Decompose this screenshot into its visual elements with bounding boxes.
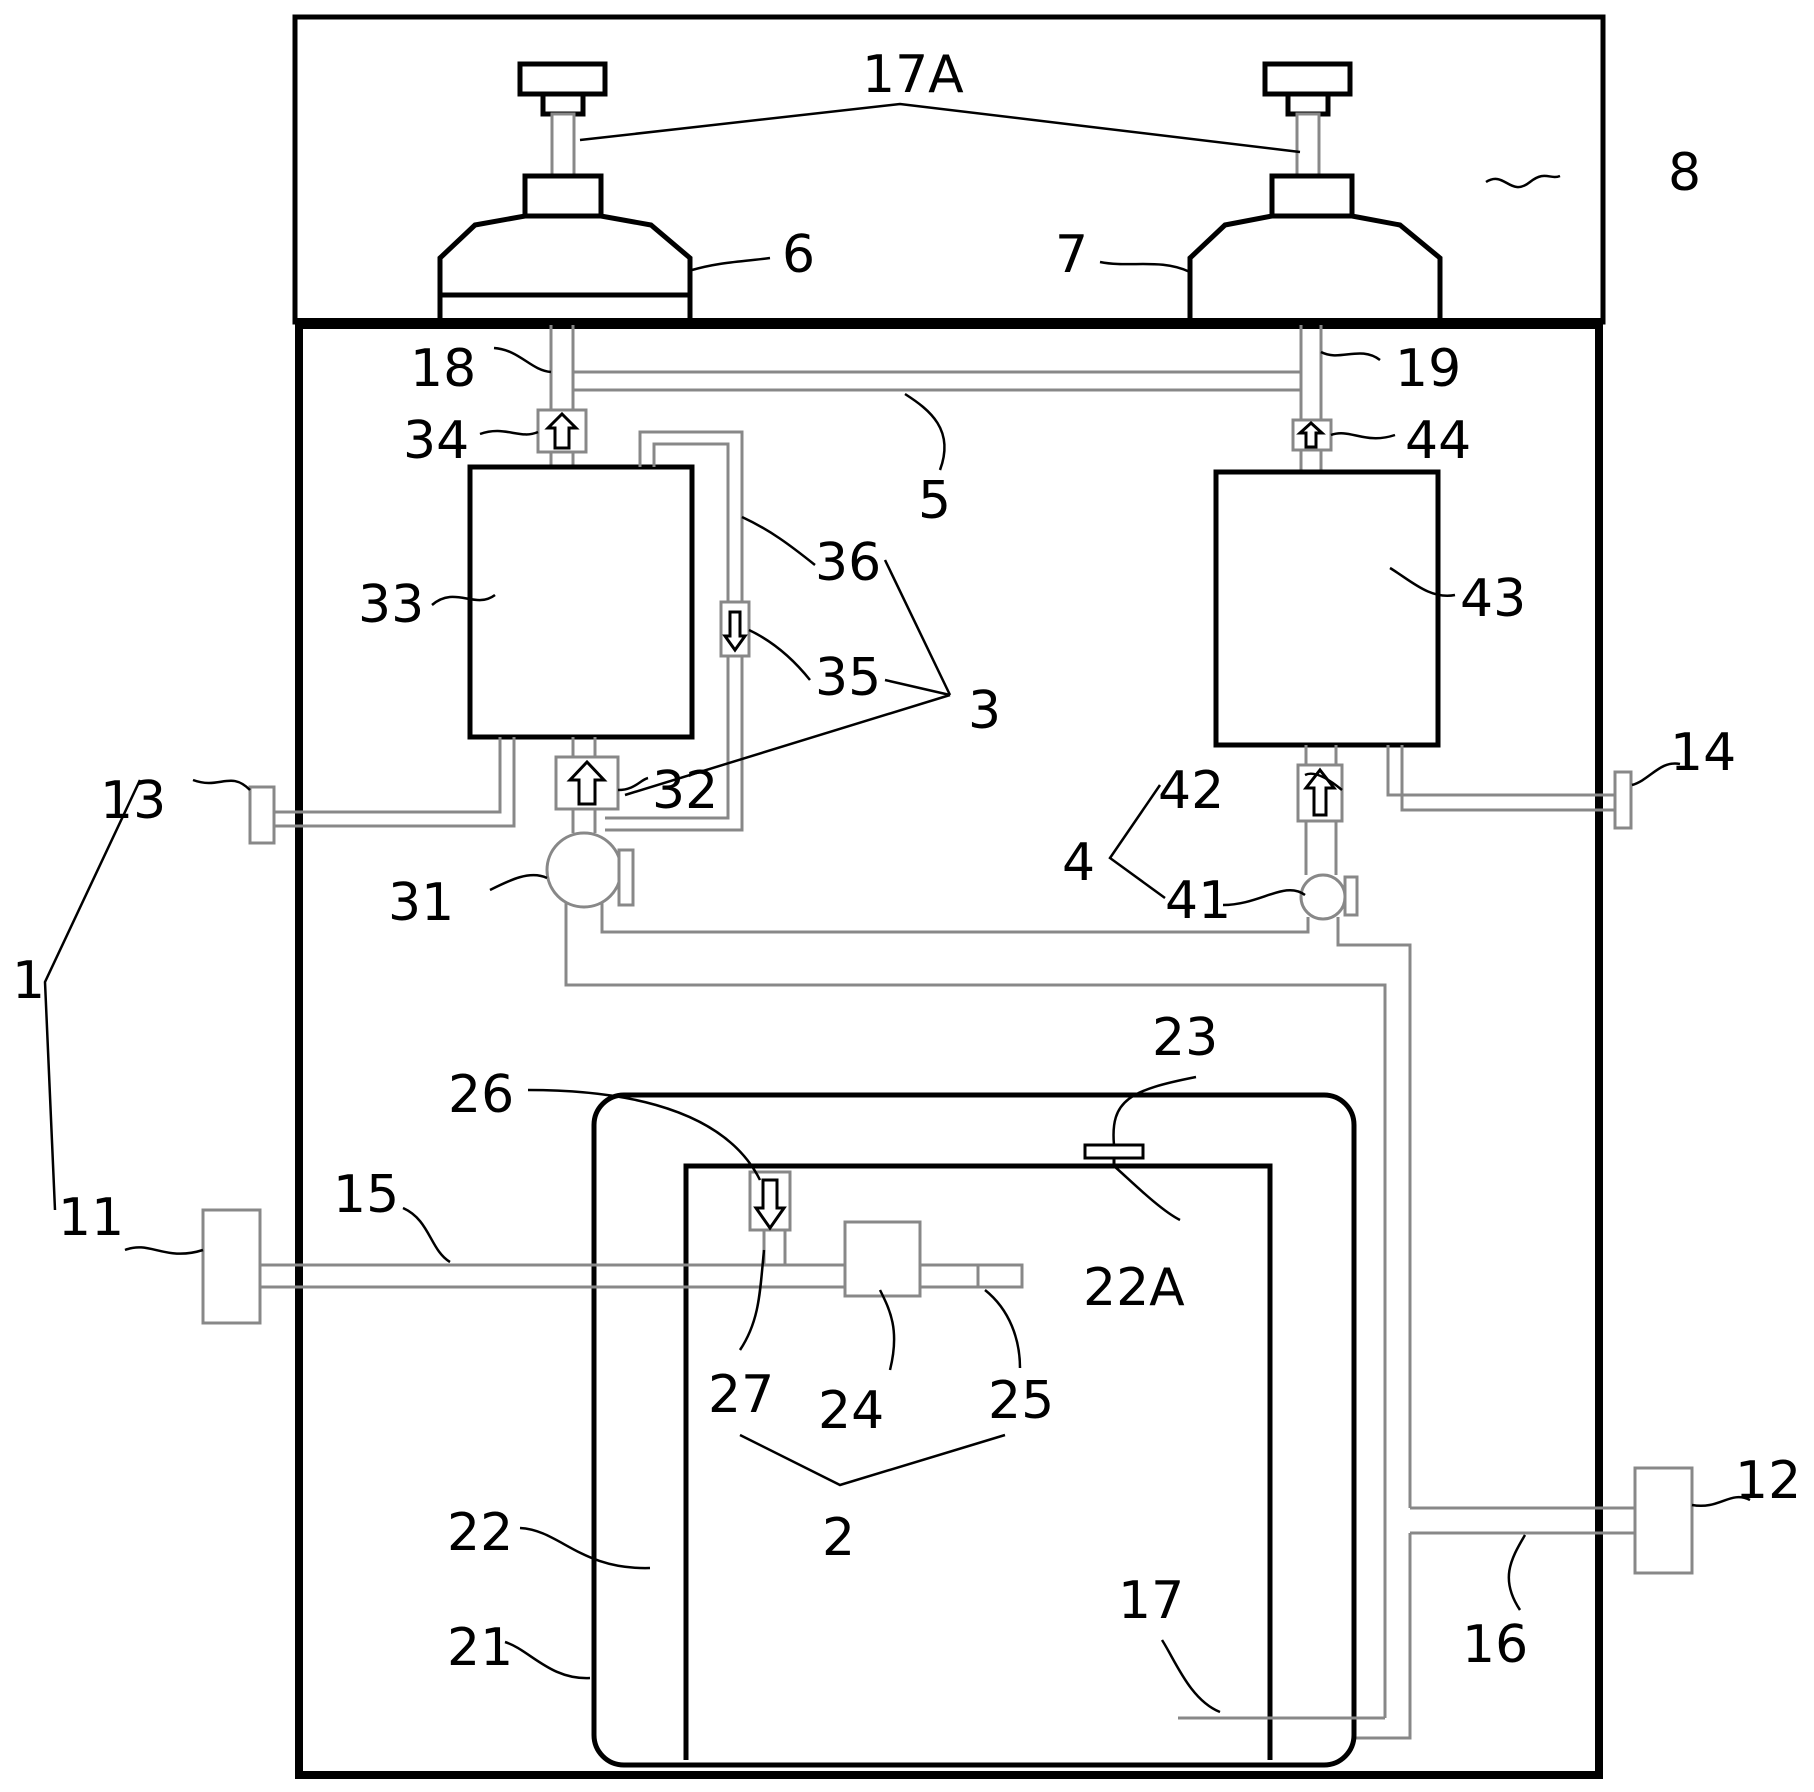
inlet-11 — [203, 1210, 260, 1323]
check-valve-42 — [1298, 745, 1342, 875]
label-18: 18 — [410, 339, 476, 399]
label-26: 26 — [448, 1065, 514, 1125]
pipe-14 — [1388, 745, 1615, 810]
check-valve-35 — [721, 602, 749, 656]
label-6: 6 — [782, 225, 815, 285]
label-36: 36 — [815, 533, 881, 593]
label-5: 5 — [918, 471, 951, 531]
container-21 — [594, 1095, 1354, 1765]
tank-33 — [470, 467, 692, 737]
outlet-12 — [1635, 1468, 1692, 1573]
pump-31 — [547, 833, 633, 907]
component-24 — [845, 1222, 920, 1296]
leader-17A — [580, 104, 1300, 152]
pipe-5 — [573, 372, 1301, 390]
label-19: 19 — [1395, 339, 1461, 399]
label-21: 21 — [447, 1618, 513, 1678]
label-25: 25 — [988, 1371, 1054, 1431]
label-24: 24 — [818, 1381, 884, 1441]
label-15: 15 — [333, 1165, 399, 1225]
bottle-6 — [440, 64, 690, 318]
label-8: 8 — [1668, 143, 1701, 203]
label-34: 34 — [403, 411, 469, 471]
label-4: 4 — [1062, 833, 1095, 893]
pipe-19 — [1301, 325, 1321, 420]
label-43: 43 — [1460, 569, 1526, 629]
tank-43 — [1216, 472, 1438, 745]
label-41: 41 — [1165, 871, 1231, 931]
check-valve-34 — [538, 410, 586, 467]
label-17: 17 — [1118, 1571, 1184, 1631]
label-2: 2 — [822, 1508, 855, 1568]
label-14: 14 — [1670, 723, 1736, 783]
label-16: 16 — [1462, 1615, 1528, 1675]
component-25 — [978, 1265, 1022, 1287]
label-7: 7 — [1055, 225, 1088, 285]
label-31: 31 — [388, 873, 454, 933]
pump-41 — [1301, 875, 1357, 919]
label-42: 42 — [1158, 761, 1224, 821]
label-33: 33 — [358, 575, 424, 635]
pipe-13 — [272, 737, 514, 826]
label-3: 3 — [968, 681, 1001, 741]
label-11: 11 — [58, 1188, 124, 1248]
pipe-18 — [551, 325, 573, 410]
label-1: 1 — [12, 951, 45, 1011]
label-17A: 17A — [862, 45, 964, 105]
label-32: 32 — [652, 761, 718, 821]
outlet-14 — [1615, 772, 1631, 828]
check-valve-26 — [750, 1172, 790, 1230]
label-23: 23 — [1152, 1008, 1218, 1068]
label-22: 22 — [447, 1503, 513, 1563]
outlet-13 — [250, 787, 274, 843]
bottle-7 — [1190, 64, 1440, 318]
label-12: 12 — [1735, 1451, 1801, 1511]
label-44: 44 — [1405, 411, 1471, 471]
label-27: 27 — [708, 1365, 774, 1425]
label-35: 35 — [815, 648, 881, 708]
check-valve-44 — [1293, 420, 1331, 470]
label-13: 13 — [100, 771, 166, 831]
label-22A: 22A — [1083, 1258, 1185, 1318]
